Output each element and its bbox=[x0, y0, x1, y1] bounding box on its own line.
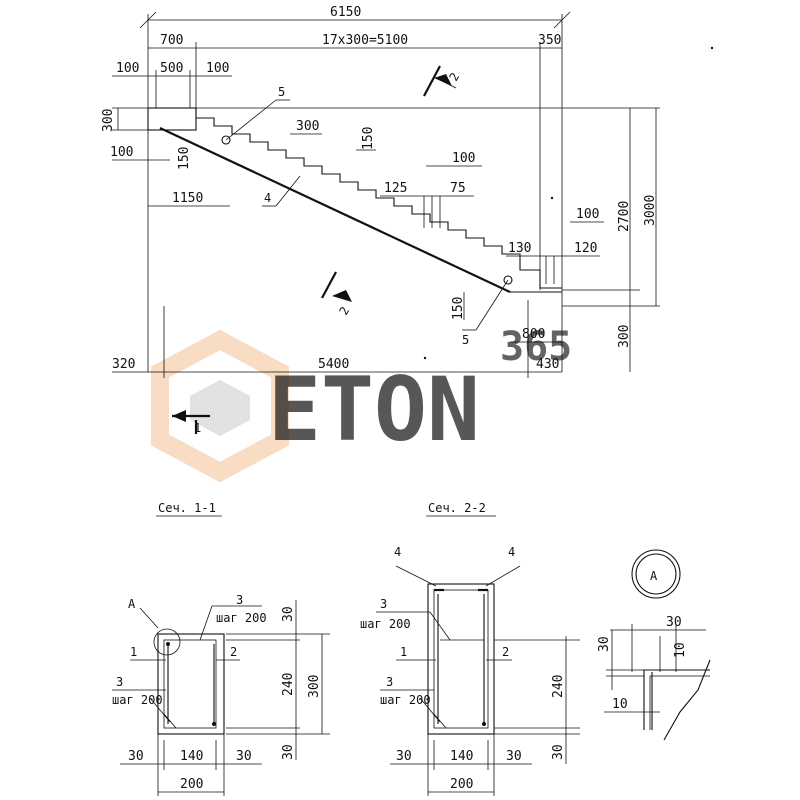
dim-300-landing: 300 bbox=[101, 109, 116, 132]
dim-3000: 3000 bbox=[643, 195, 658, 226]
bar-3-top: 3 bbox=[236, 593, 243, 607]
s2-dim-240: 240 bbox=[551, 675, 566, 698]
dim-130: 130 bbox=[508, 241, 531, 256]
dim-500: 500 bbox=[160, 61, 183, 76]
dim-100-left: 100 bbox=[110, 145, 133, 160]
section-2-2: Сеч. 2-2 4 4 3 шаг 200 1 2 3 шаг 200 240… bbox=[360, 501, 580, 796]
section-1-title: Сеч. 1-1 bbox=[158, 501, 216, 515]
mark-5-bottom: 5 bbox=[462, 333, 469, 347]
cut-1: 1 bbox=[194, 421, 201, 435]
detail-dim-30-left: 30 bbox=[597, 636, 612, 652]
bar-1: 1 bbox=[130, 645, 137, 659]
s2-bar-4-left: 4 bbox=[394, 545, 401, 559]
detail-dim-10-bottom: 10 bbox=[612, 697, 628, 712]
s1-dim-300: 300 bbox=[307, 675, 322, 698]
watermark-logo-core bbox=[190, 380, 250, 436]
callout-a: A bbox=[128, 597, 136, 611]
s2-bar-4-right: 4 bbox=[508, 545, 515, 559]
dim-6150: 6150 bbox=[330, 5, 361, 20]
detail-dim-10-top: 10 bbox=[673, 642, 688, 658]
s2-step-bottom: шаг 200 bbox=[380, 693, 431, 707]
callout-a-circle bbox=[153, 628, 181, 656]
s2-bar-2: 2 bbox=[502, 645, 509, 659]
s1-dim-240: 240 bbox=[281, 673, 296, 696]
s2-dim-30: 30 bbox=[551, 744, 566, 760]
detail-dim-30-top: 30 bbox=[666, 615, 682, 630]
dim-17x300: 17x300=5100 bbox=[322, 33, 408, 48]
watermark: ETON 365 bbox=[151, 324, 572, 483]
dim-700: 700 bbox=[160, 33, 183, 48]
s2-w-200: 200 bbox=[450, 777, 473, 792]
dim-800: 800 bbox=[522, 327, 545, 342]
dim-100-right: 100 bbox=[576, 207, 599, 222]
s1-w-30-left: 30 bbox=[128, 749, 144, 764]
s2-bar-3-bottom: 3 bbox=[386, 675, 393, 689]
dim-120: 120 bbox=[574, 241, 597, 256]
dim-2700: 2700 bbox=[617, 201, 632, 232]
step-top: шаг 200 bbox=[216, 611, 267, 625]
dim-125: 125 bbox=[384, 181, 407, 196]
mark-4: 4 bbox=[264, 191, 271, 205]
dim-150-bottom: 150 bbox=[451, 297, 466, 320]
watermark-number: 365 bbox=[500, 324, 572, 370]
s1-w-140: 140 bbox=[180, 749, 203, 764]
elevation-view: 6150 700 17x300=5100 350 100 500 100 300… bbox=[101, 5, 714, 435]
stair-steps bbox=[195, 108, 562, 289]
s2-w-30-right: 30 bbox=[506, 749, 522, 764]
s1-dim-30-top: 30 bbox=[281, 606, 296, 622]
s2-w-30-left: 30 bbox=[396, 749, 412, 764]
bar-2: 2 bbox=[230, 645, 237, 659]
dim-320: 320 bbox=[112, 357, 135, 372]
dim-150-left: 150 bbox=[177, 147, 192, 170]
s2-bar-1: 1 bbox=[400, 645, 407, 659]
section-2-title: Сеч. 2-2 bbox=[428, 501, 486, 515]
dim-5400: 5400 bbox=[318, 357, 349, 372]
s2-w-140: 140 bbox=[450, 749, 473, 764]
section-1-1: Сеч. 1-1 A 3 шаг 200 1 2 3 шаг 200 30 24… bbox=[112, 501, 330, 796]
stair-soffit bbox=[159, 127, 511, 293]
mark-5-top: 5 bbox=[278, 85, 285, 99]
dim-100-b: 100 bbox=[206, 61, 229, 76]
dim-430: 430 bbox=[536, 357, 559, 372]
dim-1150: 1150 bbox=[172, 191, 203, 206]
dim-300-tread: 300 bbox=[296, 119, 319, 134]
s1-dim-30-bottom: 30 bbox=[281, 744, 296, 760]
detail-a-label: A bbox=[650, 569, 658, 583]
s1-w-30-right: 30 bbox=[236, 749, 252, 764]
s2-bar-3-top: 3 bbox=[380, 597, 387, 611]
dim-100-mid: 100 bbox=[452, 151, 475, 166]
dim-75: 75 bbox=[450, 181, 466, 196]
step-bottom: шаг 200 bbox=[112, 693, 163, 707]
dim-350: 350 bbox=[538, 33, 561, 48]
bar-3-bottom: 3 bbox=[116, 675, 123, 689]
s1-w-200: 200 bbox=[180, 777, 203, 792]
detail-a: A 30 10 30 10 bbox=[597, 549, 711, 741]
dim-150-riser: 150 bbox=[361, 127, 376, 150]
s2-step-top: шаг 200 bbox=[360, 617, 411, 631]
dim-300-right: 300 bbox=[617, 325, 632, 348]
cut-2-mid: 2 bbox=[336, 304, 352, 317]
dim-100-a: 100 bbox=[116, 61, 139, 76]
watermark-brand: ETON bbox=[268, 358, 480, 461]
